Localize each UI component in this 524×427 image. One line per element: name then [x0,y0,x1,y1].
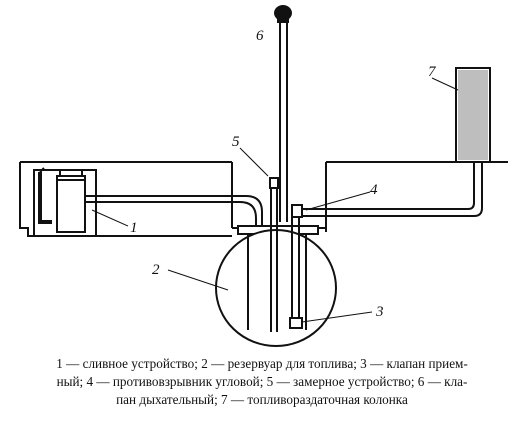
callout-2: 2 [152,262,160,278]
figure-caption: 1 — сливное устройство; 2 — резервуар дл… [0,355,524,409]
breather-pipe [279,22,288,222]
suction-pipe [289,216,303,329]
callout-3: 3 [375,304,384,320]
ground-slab [19,161,508,237]
fuel-dispenser [455,67,491,163]
leader-lines [91,77,459,323]
callout-6: 6 [256,28,264,44]
caption-line-1: 1 — сливное устройство; 2 — резервуар дл… [56,356,468,371]
fuel-station-schematic: 1 2 3 4 5 6 7 [19,5,508,347]
callout-7: 7 [428,64,437,80]
callout-1: 1 [130,220,138,236]
callout-5: 5 [232,134,240,150]
flame-arrester [291,162,483,218]
caption-line-3: пан дыхательный; 7 — топливораздаточная … [116,392,408,407]
caption-line-2: ный; 4 — противовзрывник угловой; 5 — за… [56,374,468,389]
breathing-valve [274,5,292,23]
measuring-device [269,177,279,332]
callout-4: 4 [370,182,378,198]
